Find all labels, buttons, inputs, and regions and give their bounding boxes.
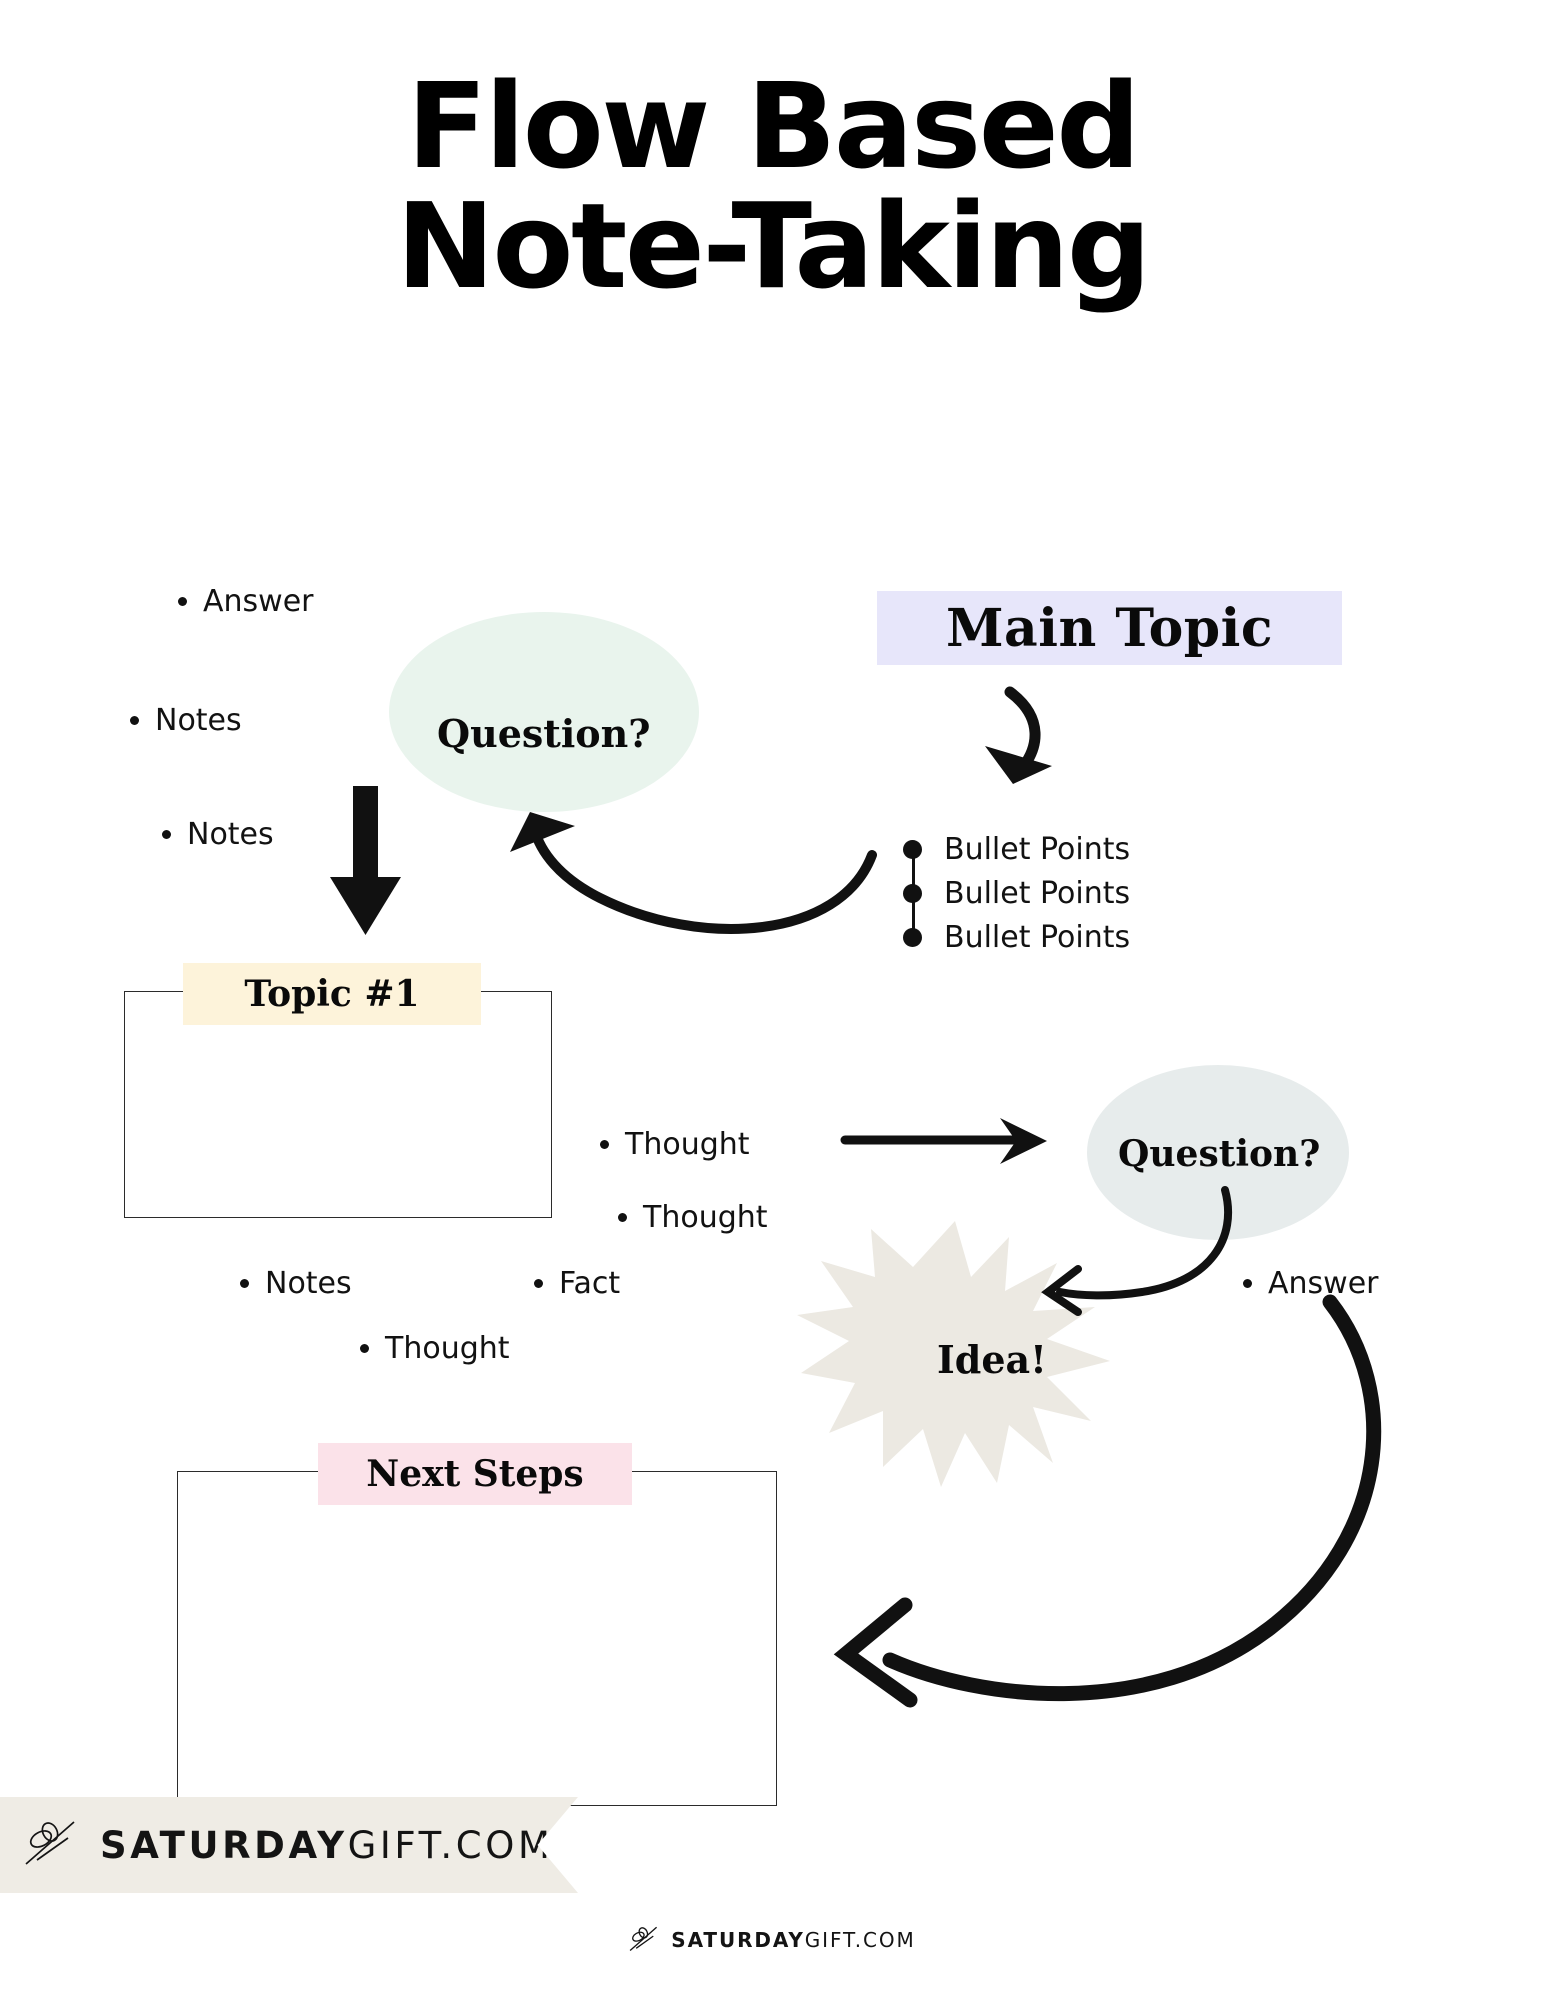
list-item-answer[interactable]: Answer [178, 584, 314, 619]
bow-ribbon-icon [25, 1821, 75, 1865]
list-item-thought-3[interactable]: Thought [360, 1331, 510, 1366]
topic1-box[interactable] [124, 991, 552, 1218]
brand-light: GIFT.COM [347, 1823, 554, 1867]
idea-label[interactable]: Idea! [937, 1337, 1047, 1382]
topic1-header[interactable]: Topic #1 [183, 963, 481, 1025]
bullet-label: Bullet Points [944, 831, 1131, 867]
arrow-down-to-topic1 [330, 786, 401, 935]
bullet-label: Bullet Points [944, 919, 1131, 955]
footer-center-logo: SATURDAY GIFT.COM [0, 1924, 1545, 1956]
list-item-thought-2[interactable]: Thought [618, 1200, 768, 1235]
question-label-2[interactable]: Question? [1118, 1133, 1321, 1175]
footer-center-brand-text: SATURDAY GIFT.COM [671, 1928, 915, 1952]
arrow-thought-to-question-2 [840, 1118, 1047, 1164]
bow-ribbon-icon [629, 1926, 658, 1951]
next-steps-box[interactable] [177, 1471, 777, 1806]
bullet-dot-icon [903, 883, 922, 903]
list-item-notes-2[interactable]: Notes [162, 817, 274, 852]
list-item-answer-right[interactable]: Answer [1243, 1266, 1379, 1301]
brand-bold: SATURDAY [671, 1928, 805, 1952]
brand-bold: SATURDAY [100, 1823, 348, 1867]
bullet-label: Bullet Points [944, 875, 1131, 911]
main-topic-header[interactable]: Main Topic [877, 591, 1342, 665]
footer-brand-banner: SATURDAY GIFT.COM [0, 1797, 578, 1893]
list-item-notes-3[interactable]: Notes [240, 1266, 352, 1301]
arrow-bullets-to-question-1 [510, 812, 877, 934]
list-item-fact[interactable]: Fact [534, 1266, 620, 1301]
next-steps-header[interactable]: Next Steps [318, 1443, 632, 1505]
page-title-line-1: Flow Based [406, 57, 1141, 195]
list-item[interactable]: Bullet Points [903, 871, 1130, 915]
arrow-main-topic-to-bullets [985, 686, 1052, 784]
main-topic-bullet-list: Bullet Points Bullet Points Bullet Point… [903, 827, 1130, 959]
bullet-dot-icon [903, 927, 922, 947]
list-item[interactable]: Bullet Points [903, 915, 1130, 959]
question-ellipse-shape-1 [389, 612, 699, 812]
brand-light: GIFT.COM [804, 1928, 916, 1952]
page-title: Flow Based Note-Taking [0, 66, 1545, 307]
footer-brand-text: SATURDAY GIFT.COM [100, 1824, 553, 1867]
question-label-1[interactable]: Question? [437, 711, 651, 756]
list-item-notes-1[interactable]: Notes [130, 703, 242, 738]
bullet-dot-icon [903, 839, 922, 859]
list-item-thought-1[interactable]: Thought [600, 1127, 750, 1162]
list-item[interactable]: Bullet Points [903, 827, 1130, 871]
page-title-line-2: Note-Taking [396, 177, 1151, 316]
